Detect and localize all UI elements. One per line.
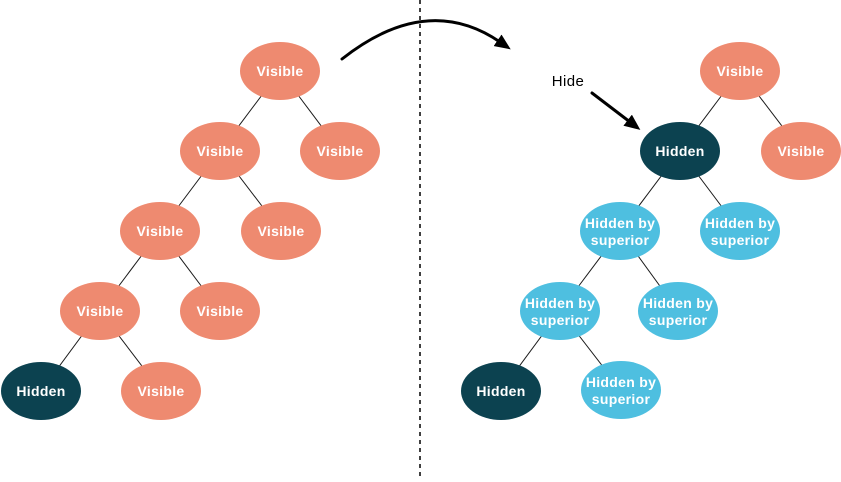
node-label: Visible: [138, 383, 185, 399]
node-ellipse: [580, 202, 660, 260]
node-label: Visible: [197, 143, 244, 159]
tree-node-visible: Visible: [240, 42, 320, 100]
node-ellipse: [461, 362, 541, 420]
node-ellipse: [240, 42, 320, 100]
node-ellipse: [60, 282, 140, 340]
node-label: Visible: [258, 223, 305, 239]
node-ellipse: [761, 122, 841, 180]
tree-node-visible: Visible: [60, 282, 140, 340]
node-ellipse: [700, 202, 780, 260]
hide-annotation: Hide: [552, 73, 641, 130]
node-ellipse: [700, 42, 780, 100]
node-ellipse: [520, 282, 600, 340]
node-ellipse: [121, 362, 201, 420]
tree-node-visible: Visible: [180, 282, 260, 340]
node-ellipse: [120, 202, 200, 260]
node-label: Visible: [317, 143, 364, 159]
tree-node-hidden: Hidden: [461, 362, 541, 420]
tree-node-visible: Visible: [180, 122, 260, 180]
node-ellipse: [638, 282, 718, 340]
hide-label: Hide: [552, 73, 584, 90]
tree-node-visible: Visible: [241, 202, 321, 260]
tree-node-hidden: Hidden: [1, 362, 81, 420]
node-label: Visible: [257, 63, 304, 79]
node-ellipse: [1, 362, 81, 420]
transform-arrow-icon: [340, 19, 511, 61]
node-ellipse: [640, 122, 720, 180]
hide-arrow-icon: [590, 91, 641, 130]
node-ellipse: [180, 122, 260, 180]
tree-node-hidden: Hidden: [640, 122, 720, 180]
node-label: Visible: [197, 303, 244, 319]
node-ellipse: [300, 122, 380, 180]
node-ellipse: [180, 282, 260, 340]
node-label: Visible: [717, 63, 764, 79]
tree-node-visible: Visible: [300, 122, 380, 180]
node-label: Visible: [137, 223, 184, 239]
node-label: Hidden: [655, 143, 704, 159]
tree-node-visible: Visible: [700, 42, 780, 100]
tree-node-visible: Visible: [120, 202, 200, 260]
node-ellipse: [581, 361, 661, 419]
node-label: Visible: [778, 143, 825, 159]
node-label: Visible: [77, 303, 124, 319]
tree-node-visible: Visible: [761, 122, 841, 180]
tree-node-visible: Visible: [121, 362, 201, 420]
node-ellipse: [241, 202, 321, 260]
node-label: Hidden: [16, 383, 65, 399]
node-label: Hidden: [476, 383, 525, 399]
